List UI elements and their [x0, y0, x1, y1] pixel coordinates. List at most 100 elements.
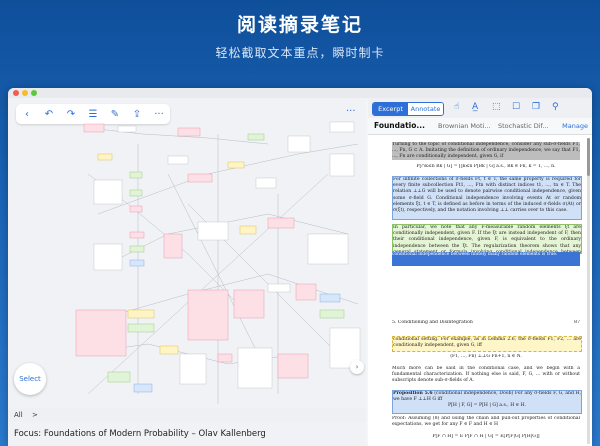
paragraph: conditional setting. For example, as in … — [392, 336, 582, 352]
mindmap-node — [127, 323, 155, 333]
mindmap-node — [117, 125, 137, 133]
select-label: Select — [19, 375, 41, 383]
selected-text: conditional independence between finitel… — [392, 252, 580, 266]
edit-icon[interactable]: ✎ — [110, 108, 120, 120]
document-tabs: Foundatio... Brownian Moti... Stochastic… — [368, 118, 592, 135]
mindmap-node — [329, 153, 355, 177]
mindmap-node — [127, 309, 155, 319]
window-titlebar — [8, 88, 592, 98]
mode-segmented-control: Excerpt Annotate — [372, 102, 444, 116]
mindmap-node — [129, 171, 143, 179]
hand-icon[interactable]: ☝ — [454, 102, 460, 112]
mindmap-node — [177, 127, 201, 137]
mindmap-node — [129, 259, 145, 267]
list-icon[interactable]: ☰ — [88, 108, 98, 120]
mindmap-node — [163, 233, 183, 259]
back-icon[interactable]: ‹ — [25, 108, 29, 120]
search-icon[interactable]: ⚲ — [552, 102, 559, 112]
square-icon[interactable]: ☐ — [512, 102, 521, 112]
redo-icon[interactable]: ↷ — [66, 108, 76, 120]
paragraph: Proof: Assuming (8) and using the chain … — [392, 416, 580, 428]
mindmap-node — [167, 155, 189, 165]
page-number: 87 — [574, 320, 580, 325]
mindmap-node — [97, 153, 113, 161]
manage-button[interactable]: Manage — [562, 122, 588, 130]
mindmap-node — [233, 289, 265, 319]
mindmap-node — [287, 135, 311, 153]
minimize-window-button[interactable] — [22, 90, 28, 96]
app-window: ‹ ↶ ↷ ☰ ✎ ⇪ ··· ··· — [8, 88, 592, 446]
paragraph: Much more can be said in the conditional… — [392, 366, 580, 384]
formula: P[H | F, G] = P[H | G] a.s., H ∈ H. — [448, 403, 526, 409]
excerpt-mode-button[interactable]: Excerpt — [373, 103, 408, 115]
mindmap-node — [197, 221, 229, 241]
proposition-label: Proposition 5.6 — [393, 391, 433, 396]
mindmap-node — [93, 179, 123, 205]
mindmap-node — [295, 283, 317, 301]
mindmap-node — [159, 345, 179, 355]
mindmap-node — [129, 205, 143, 213]
formula: (F1, ..., Fn) ⊥⊥G Fn+1, n ∈ N. — [450, 354, 522, 359]
mindmap-node — [227, 161, 245, 169]
reader-toolbar: Excerpt Annotate ☝ A̲ ⬚ ☐ ❐ ⚲ — [368, 98, 592, 118]
mindmap-node — [129, 245, 145, 253]
proposition-text: (conditional independence, Doob) For any… — [393, 391, 581, 403]
scroll-thumb[interactable] — [587, 138, 590, 176]
proposition: Proposition 5.6 (conditional independenc… — [392, 390, 582, 414]
focus-label: Focus: Foundations of Modern Probability… — [14, 429, 266, 439]
mindmap-node — [179, 353, 207, 385]
breadcrumb: All > — [8, 408, 366, 422]
mindmap-node — [75, 309, 127, 357]
more-icon[interactable]: ··· — [346, 106, 356, 117]
undo-icon[interactable]: ↶ — [44, 108, 54, 120]
mindmap-node — [107, 371, 131, 383]
hero-subtitle: 轻松截取文本重点，瞬时制卡 — [215, 46, 385, 60]
mindmap-node — [93, 243, 123, 271]
mindmap-node — [187, 173, 213, 183]
pages-icon[interactable]: ❐ — [532, 102, 541, 112]
share-icon[interactable]: ⇪ — [132, 108, 142, 120]
tab-brownian[interactable]: Brownian Moti... — [438, 122, 491, 130]
mindmap-node — [329, 121, 355, 133]
mindmap-nodes — [75, 121, 361, 393]
mindmap-node — [255, 177, 277, 189]
reader-pane: Excerpt Annotate ☝ A̲ ⬚ ☐ ❐ ⚲ Foundatio.… — [368, 98, 592, 446]
mindmap-pane: ‹ ↶ ↷ ☰ ✎ ⇪ ··· ··· — [8, 98, 366, 446]
text-select-icon[interactable]: A̲ — [472, 102, 479, 112]
mindmap-node — [307, 233, 349, 265]
mindmap-node — [217, 353, 233, 363]
close-window-button[interactable] — [13, 90, 19, 96]
paragraph: Turning to the topic of conditional inde… — [392, 142, 580, 160]
pdf-page[interactable]: Turning to the topic of conditional inde… — [374, 138, 584, 444]
mindmap-node — [129, 189, 143, 197]
mindmap-canvas[interactable] — [68, 114, 364, 414]
mindmap-toolbar: ‹ ↶ ↷ ☰ ✎ ⇪ ··· — [16, 104, 170, 124]
tab-stochastic[interactable]: Stochastic Dif... — [498, 122, 549, 130]
box-select-icon[interactable]: ⬚ — [492, 102, 501, 112]
breadcrumb-root[interactable]: All — [14, 411, 23, 419]
chevron-right-icon[interactable]: › — [350, 360, 364, 374]
mindmap-node — [83, 123, 105, 133]
mindmap-node — [319, 293, 341, 303]
hero-title: 阅读摘录笔记 — [236, 14, 363, 36]
mindmap-node — [133, 383, 153, 393]
mindmap-node — [267, 283, 291, 293]
section-heading: 5. Conditioning and Disintegration 87 — [392, 320, 580, 328]
mindmap-node — [239, 225, 257, 235]
mindmap-node — [267, 217, 295, 229]
mindmap-node — [319, 309, 345, 319]
focus-bar: Focus: Foundations of Modern Probability… — [8, 422, 366, 446]
tab-foundations[interactable]: Foundatio... — [374, 121, 425, 130]
mindmap-node — [129, 231, 145, 239]
more-icon[interactable]: ··· — [154, 108, 164, 120]
zoom-window-button[interactable] — [31, 90, 37, 96]
mindmap-node — [277, 353, 309, 379]
paragraph: In particular, we note that any F-measur… — [392, 224, 582, 254]
formula: P[∩k≤n Bk | G] = ∏k≤n P[Bk | G] a.s., Bk… — [416, 164, 556, 169]
annotate-mode-button[interactable]: Annotate — [408, 103, 443, 115]
select-button[interactable]: Select — [14, 363, 46, 395]
formula: P[F ∩ H] = E P[F ∩ H | G] = E[P[F|G] P[H… — [432, 434, 540, 439]
mindmap-node — [237, 347, 273, 389]
mindmap-node — [187, 289, 229, 341]
reader-scrollbar[interactable] — [587, 138, 590, 444]
